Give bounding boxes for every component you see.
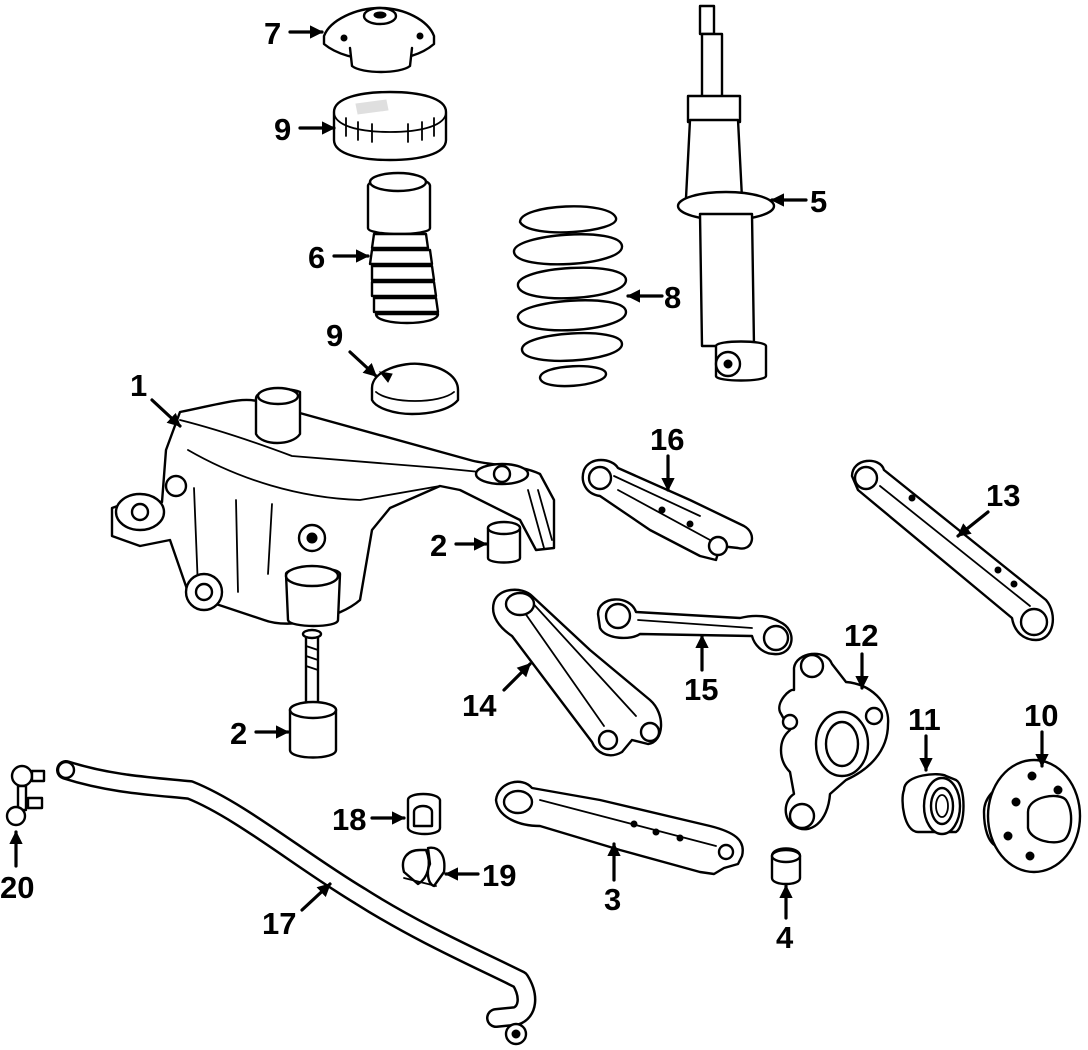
wheel-bearing <box>901 773 965 836</box>
callout-18: 18 <box>332 802 366 837</box>
callout-3: 3 <box>604 882 621 917</box>
control-arm-bushing <box>770 847 802 886</box>
callout-5: 5 <box>810 184 827 219</box>
lower-control-arm <box>494 780 744 876</box>
coil-spring <box>512 205 628 388</box>
callout-7: 7 <box>264 16 281 51</box>
callout-19: 19 <box>482 858 516 893</box>
callout-16: 16 <box>650 422 684 457</box>
callout-4: 4 <box>776 920 794 955</box>
callout-9-lower: 9 <box>326 318 343 353</box>
leader-lines <box>9 25 1049 920</box>
callout-8: 8 <box>664 280 681 315</box>
callout-20: 20 <box>0 870 34 905</box>
strut-mount <box>322 6 436 74</box>
subframe-bushing-bolt <box>288 628 338 759</box>
stabilizer-link <box>5 764 46 827</box>
callout-12: 12 <box>844 618 878 653</box>
callout-17: 17 <box>262 906 296 941</box>
subframe-bushing-right <box>486 520 522 564</box>
bump-stop-dust-boot <box>366 171 440 325</box>
callout-15: 15 <box>684 672 718 707</box>
leader-13 <box>956 510 990 538</box>
toe-link <box>596 598 793 656</box>
wheel-knuckle <box>778 652 890 831</box>
lower-spring-seat <box>370 362 460 416</box>
callout-1: 1 <box>130 368 147 403</box>
callout-10: 10 <box>1024 698 1058 733</box>
callout-14: 14 <box>462 688 497 723</box>
leader-1 <box>150 398 182 428</box>
leader-14 <box>502 662 532 692</box>
upper-control-arm <box>581 458 754 562</box>
callout-13: 13 <box>986 478 1020 513</box>
stabilizer-clamp <box>401 846 446 888</box>
callout-labels: 7 9 6 9 8 5 1 2 2 16 13 15 14 12 11 10 3… <box>0 16 1058 955</box>
wheel-hub <box>982 758 1082 874</box>
callout-11: 11 <box>908 702 941 737</box>
callout-2-right: 2 <box>430 528 447 563</box>
lower-wishbone <box>491 588 663 757</box>
leader-17 <box>300 882 332 912</box>
rear-subframe <box>110 386 556 628</box>
trailing-link <box>850 459 1055 642</box>
stabilizer-bushing <box>406 792 442 836</box>
callout-2-lower: 2 <box>230 716 247 751</box>
leader-9b <box>348 350 378 378</box>
shock-absorber <box>676 4 776 382</box>
stabilizer-bar <box>56 760 537 1046</box>
upper-spring-seat <box>332 90 448 162</box>
callout-6: 6 <box>308 240 325 275</box>
callout-9-upper: 9 <box>274 112 291 147</box>
